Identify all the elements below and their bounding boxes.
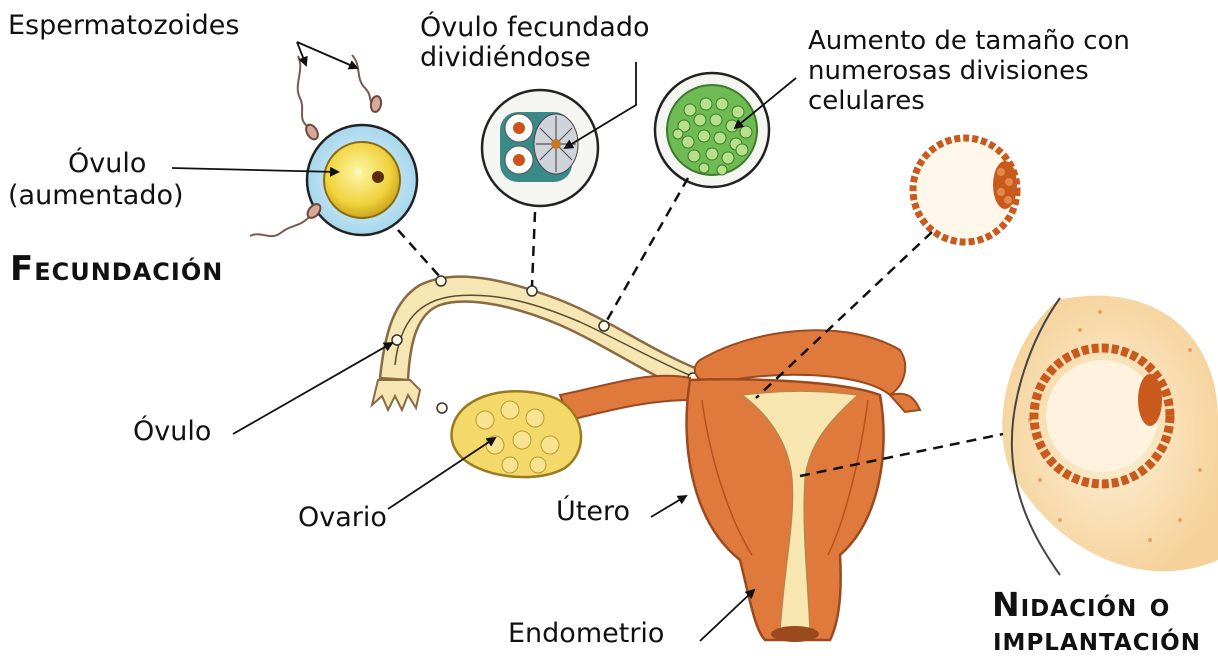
ovary-illustration (452, 376, 690, 477)
label-utero: Útero (556, 498, 630, 526)
title-nidacion-line2: implantación (993, 622, 1201, 657)
label-aumento-line3: celulares (808, 88, 925, 115)
label-endometrio: Endometrio (508, 620, 664, 648)
title-fecundacion: Fecundación (10, 252, 223, 288)
label-ovulo: Óvulo (133, 418, 211, 446)
nidation-illustration (1002, 296, 1218, 575)
label-ovulo-aumentado-line2: (aumentado) (8, 182, 184, 210)
ovum-enlarged-illustration (307, 125, 417, 235)
label-espermatozoides: Espermatozoides (8, 12, 239, 40)
title-nidacion-line1: Nidación o (992, 588, 1170, 623)
blastocyst-illustration (913, 138, 1017, 242)
label-ovulo-fecundado-line2: dividiéndose (420, 44, 591, 72)
label-aumento-line1: Aumento de tamaño con (808, 28, 1130, 55)
dividing-egg-illustration (482, 90, 598, 206)
uterus-illustration (687, 330, 920, 642)
label-aumento-line2: numerosas divisiones (808, 58, 1089, 85)
morula-illustration (655, 73, 769, 187)
label-ovario: Ovario (298, 504, 387, 532)
label-ovulo-fecundado-line1: Óvulo fecundado (420, 14, 649, 42)
label-ovulo-aumentado-line1: Óvulo (68, 150, 146, 178)
